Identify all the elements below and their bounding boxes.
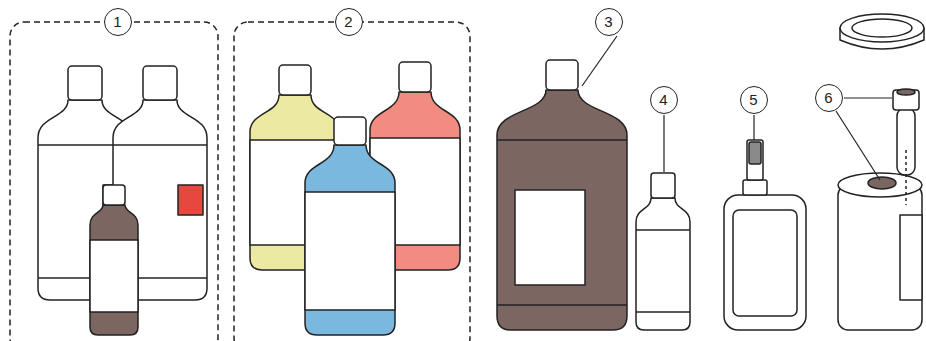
callout-number: 1 (104, 8, 132, 36)
bottle-band (497, 304, 627, 306)
sample-bottle (838, 185, 922, 330)
callout-number: 6 (815, 84, 843, 112)
bottle-band (636, 311, 690, 313)
callout-number: 2 (335, 8, 363, 36)
bottle-band (497, 139, 627, 141)
bottle-label (305, 192, 395, 310)
bottle-label (178, 185, 203, 215)
leader-line (836, 111, 880, 180)
container-label (733, 210, 797, 316)
leader-line (844, 97, 892, 98)
reagent-bottle (636, 198, 690, 330)
leader-line (582, 36, 617, 86)
bottle-band (636, 229, 690, 231)
container-nozzle (747, 140, 763, 180)
reagent-bottle (497, 90, 627, 330)
flat-container (724, 195, 806, 330)
group-bracket (234, 22, 470, 341)
bottle-cap (399, 62, 431, 92)
container-neck (743, 180, 767, 195)
bottle-cap (334, 117, 366, 145)
bottle-lid (840, 14, 924, 42)
insert-guide (905, 150, 907, 205)
bottle-cap (546, 60, 578, 90)
leader-line (663, 115, 664, 172)
callout-number: 5 (740, 86, 768, 114)
lid-top (852, 19, 912, 37)
tube-cap (893, 90, 919, 110)
leader-line (753, 115, 754, 140)
tube-cap-top (897, 89, 915, 95)
nozzle-tip (749, 142, 761, 164)
callout-number: 4 (650, 86, 678, 114)
reagent-bottle (305, 145, 395, 335)
bottle-label (515, 190, 585, 285)
bottle-cap (68, 66, 102, 100)
bottle-label (900, 215, 922, 300)
callout-number: 3 (595, 8, 623, 36)
bottle-cap (651, 173, 675, 198)
group-bracket (10, 22, 218, 341)
bottle-label (90, 240, 138, 312)
bottle-cap (143, 66, 177, 100)
bottle-cap (103, 185, 125, 205)
reagent-bottle (90, 205, 138, 335)
bottle-band (113, 144, 207, 146)
bottle-mouth (838, 173, 922, 197)
bottle-insert (868, 177, 896, 189)
bottle-cap (279, 65, 311, 95)
